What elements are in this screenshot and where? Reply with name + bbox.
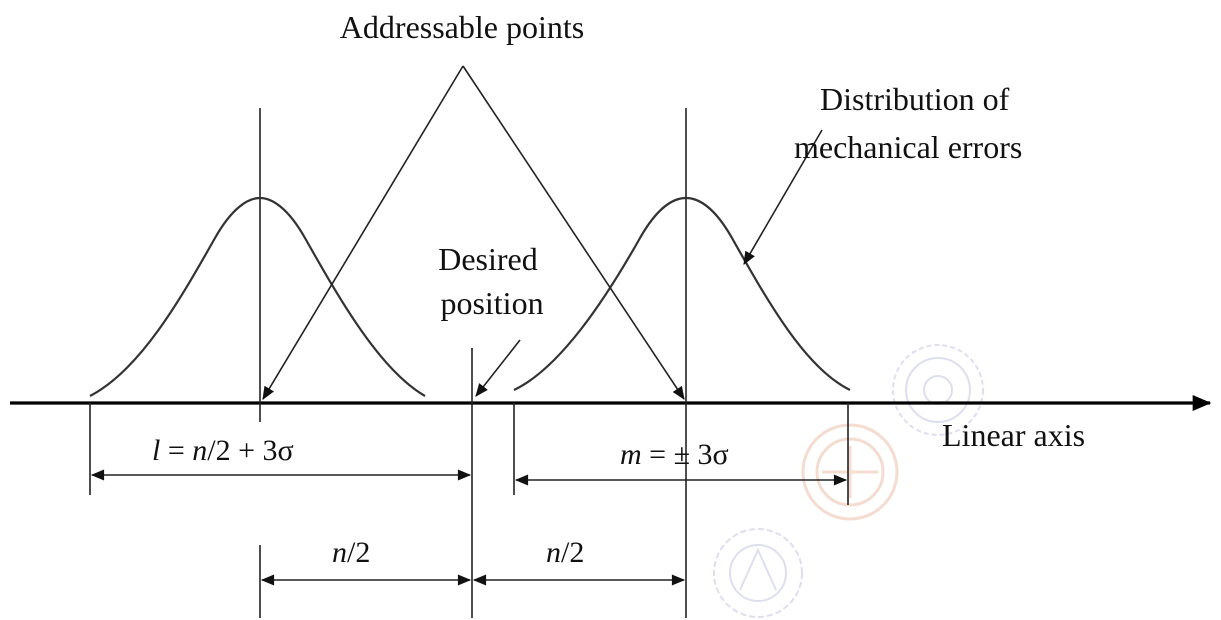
right-error-distribution-curve — [513, 196, 851, 391]
l-n: n — [192, 434, 207, 467]
desired-position-label-line1: Desired — [438, 241, 538, 277]
l-eq: = — [160, 434, 192, 467]
addressable-points-label: Addressable points — [340, 9, 584, 45]
institute-seal-watermark — [713, 344, 984, 618]
half-left-rest: /2 — [347, 536, 370, 569]
m-dimension-label: m = ± 3σ — [620, 438, 729, 471]
desired-position-label: Desired position — [438, 241, 546, 321]
distribution-pointer-arrow — [743, 129, 823, 265]
half-right-dimension-label: n/2 — [546, 536, 584, 569]
linear-axis-label: Linear axis — [942, 417, 1085, 453]
addressable-right-arrow — [462, 65, 685, 400]
desired-position-pointer-arrow — [475, 339, 521, 397]
half-right-n: n — [546, 536, 561, 569]
distribution-label-line1: Distribution of — [820, 81, 1010, 117]
l-rest: /2 + 3σ — [207, 434, 293, 467]
seal-middle — [801, 423, 899, 521]
l-var: l — [152, 434, 160, 467]
m-rest: = ± 3σ — [642, 438, 729, 471]
distribution-label-line2: mechanical errors — [794, 129, 1022, 165]
l-dimension-label: l = n/2 + 3σ — [152, 434, 294, 467]
addressable-left-arrow — [262, 65, 464, 400]
seal-bottom — [713, 528, 803, 618]
distribution-label: Distribution of mechanical errors — [794, 81, 1022, 165]
half-left-dimension-label: n/2 — [332, 536, 370, 569]
desired-position-label-line2: position — [440, 285, 543, 321]
m-var: m — [620, 438, 642, 471]
left-error-distribution-curve — [89, 196, 426, 397]
half-right-rest: /2 — [561, 536, 584, 569]
half-left-n: n — [332, 536, 347, 569]
